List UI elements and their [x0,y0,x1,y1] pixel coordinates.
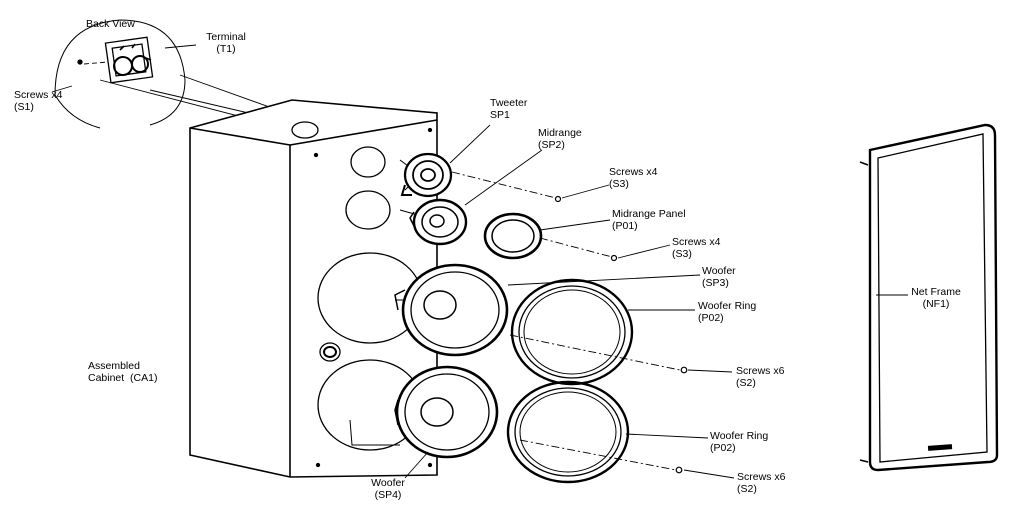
screws-s3-a-name: Screws x4 [609,166,658,178]
woofer-ring-a-code: (P02) [698,312,724,324]
woofer-sp3-code: (SP3) [702,277,729,289]
tweeter-label: Tweeter SP1 [490,97,527,121]
cabinet-line2: Cabinet (CA1) [88,372,158,384]
net-frame-label: Net Frame (NF1) [904,286,968,310]
screws-s2-a-label: Screws x6 (S2) [736,365,784,389]
back-view-label: Back View [86,18,135,30]
assembly-axes [451,171,688,474]
screws-s3-b-code: (S3) [672,248,692,260]
midrange-code: (SP2) [538,139,565,151]
screws-s3-a-code: (S3) [609,178,629,190]
screws-s2-a-code: (S2) [736,377,756,389]
screws-s2-b-label: Screws x6 (S2) [737,471,785,495]
screws-s1-name: Screws x4 [14,89,63,101]
woofer-ring-lower-drawing [506,380,630,484]
screws-s3-b-label: Screws x4 (S3) [672,236,720,260]
cabinet-name: Assembled [88,360,140,372]
woofer-ring-b-name: Woofer Ring [710,430,769,442]
screws-s2-b-name: Screws x6 [737,471,786,483]
midrange-panel-code: (P01) [612,220,638,232]
screws-s3-a-label: Screws x4 (S3) [609,166,657,190]
terminal-name: Terminal [206,31,246,43]
screws-s2-a-name: Screws x6 [736,365,785,377]
woofer-ring-upper-drawing [510,278,634,386]
leader-lines [404,124,908,479]
midrange-panel-drawing [483,212,543,260]
screws-s1-code: (S1) [14,101,34,113]
midrange-drawing [409,198,468,246]
terminal-label: Terminal (T1) [196,31,256,55]
midrange-panel-name: Midrange Panel [612,208,686,220]
midrange-name: Midrange [538,127,582,139]
midrange-panel-label: Midrange Panel (P01) [612,208,686,232]
tweeter-name: Tweeter [490,97,528,109]
net-frame-code: (NF1) [922,298,950,310]
cabinet [189,99,438,478]
tweeter-drawing [400,152,453,198]
midrange-label: Midrange (SP2) [538,127,582,151]
woofer-sp4-drawing [394,365,499,459]
woofer-ring-b-label: Woofer Ring (P02) [710,430,768,454]
woofer-sp3-drawing [394,263,509,357]
cabinet-label: Assembled Cabinet (CA1) [88,360,157,384]
screws-s1-label: Screws x4 (S1) [14,89,62,113]
woofer-sp4-code: (SP4) [374,489,402,501]
woofer-sp4-label: Woofer (SP4) [366,477,410,501]
woofer-ring-b-code: (P02) [710,442,736,454]
net-frame-drawing [859,123,999,472]
screws-s3-b-name: Screws x4 [672,236,721,248]
tweeter-code: SP1 [490,109,510,121]
woofer-ring-a-name: Woofer Ring [698,300,757,312]
terminal-code: (T1) [216,43,236,55]
woofer-sp4-name: Woofer [371,477,405,489]
woofer-sp3-label: Woofer (SP3) [702,265,736,289]
woofer-sp3-name: Woofer [702,265,736,277]
screws-s2-b-code: (S2) [737,483,757,495]
net-frame-name: Net Frame [911,286,961,298]
woofer-ring-a-label: Woofer Ring (P02) [698,300,756,324]
